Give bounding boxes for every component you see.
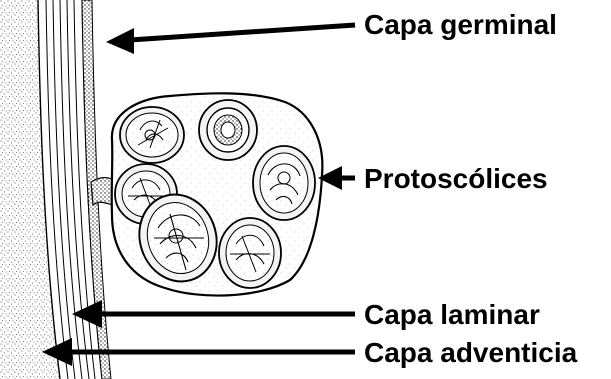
label-capa-adventicia: Capa adventicia xyxy=(364,337,578,368)
adventicia-layer xyxy=(0,0,60,379)
label-capa-germinal: Capa germinal xyxy=(364,9,557,40)
protoscolex-3 xyxy=(253,146,315,220)
arrow-germinal-line xyxy=(130,25,355,40)
arrow-germinal-head xyxy=(106,28,134,54)
label-capa-laminar: Capa laminar xyxy=(364,299,540,330)
protoscolex-2 xyxy=(199,100,257,160)
brood-capsule-stalk xyxy=(91,178,113,205)
protoscolex-6 xyxy=(219,218,281,288)
label-protoscolices: Protoscólices xyxy=(364,163,548,194)
protoscolex-1 xyxy=(120,107,184,163)
